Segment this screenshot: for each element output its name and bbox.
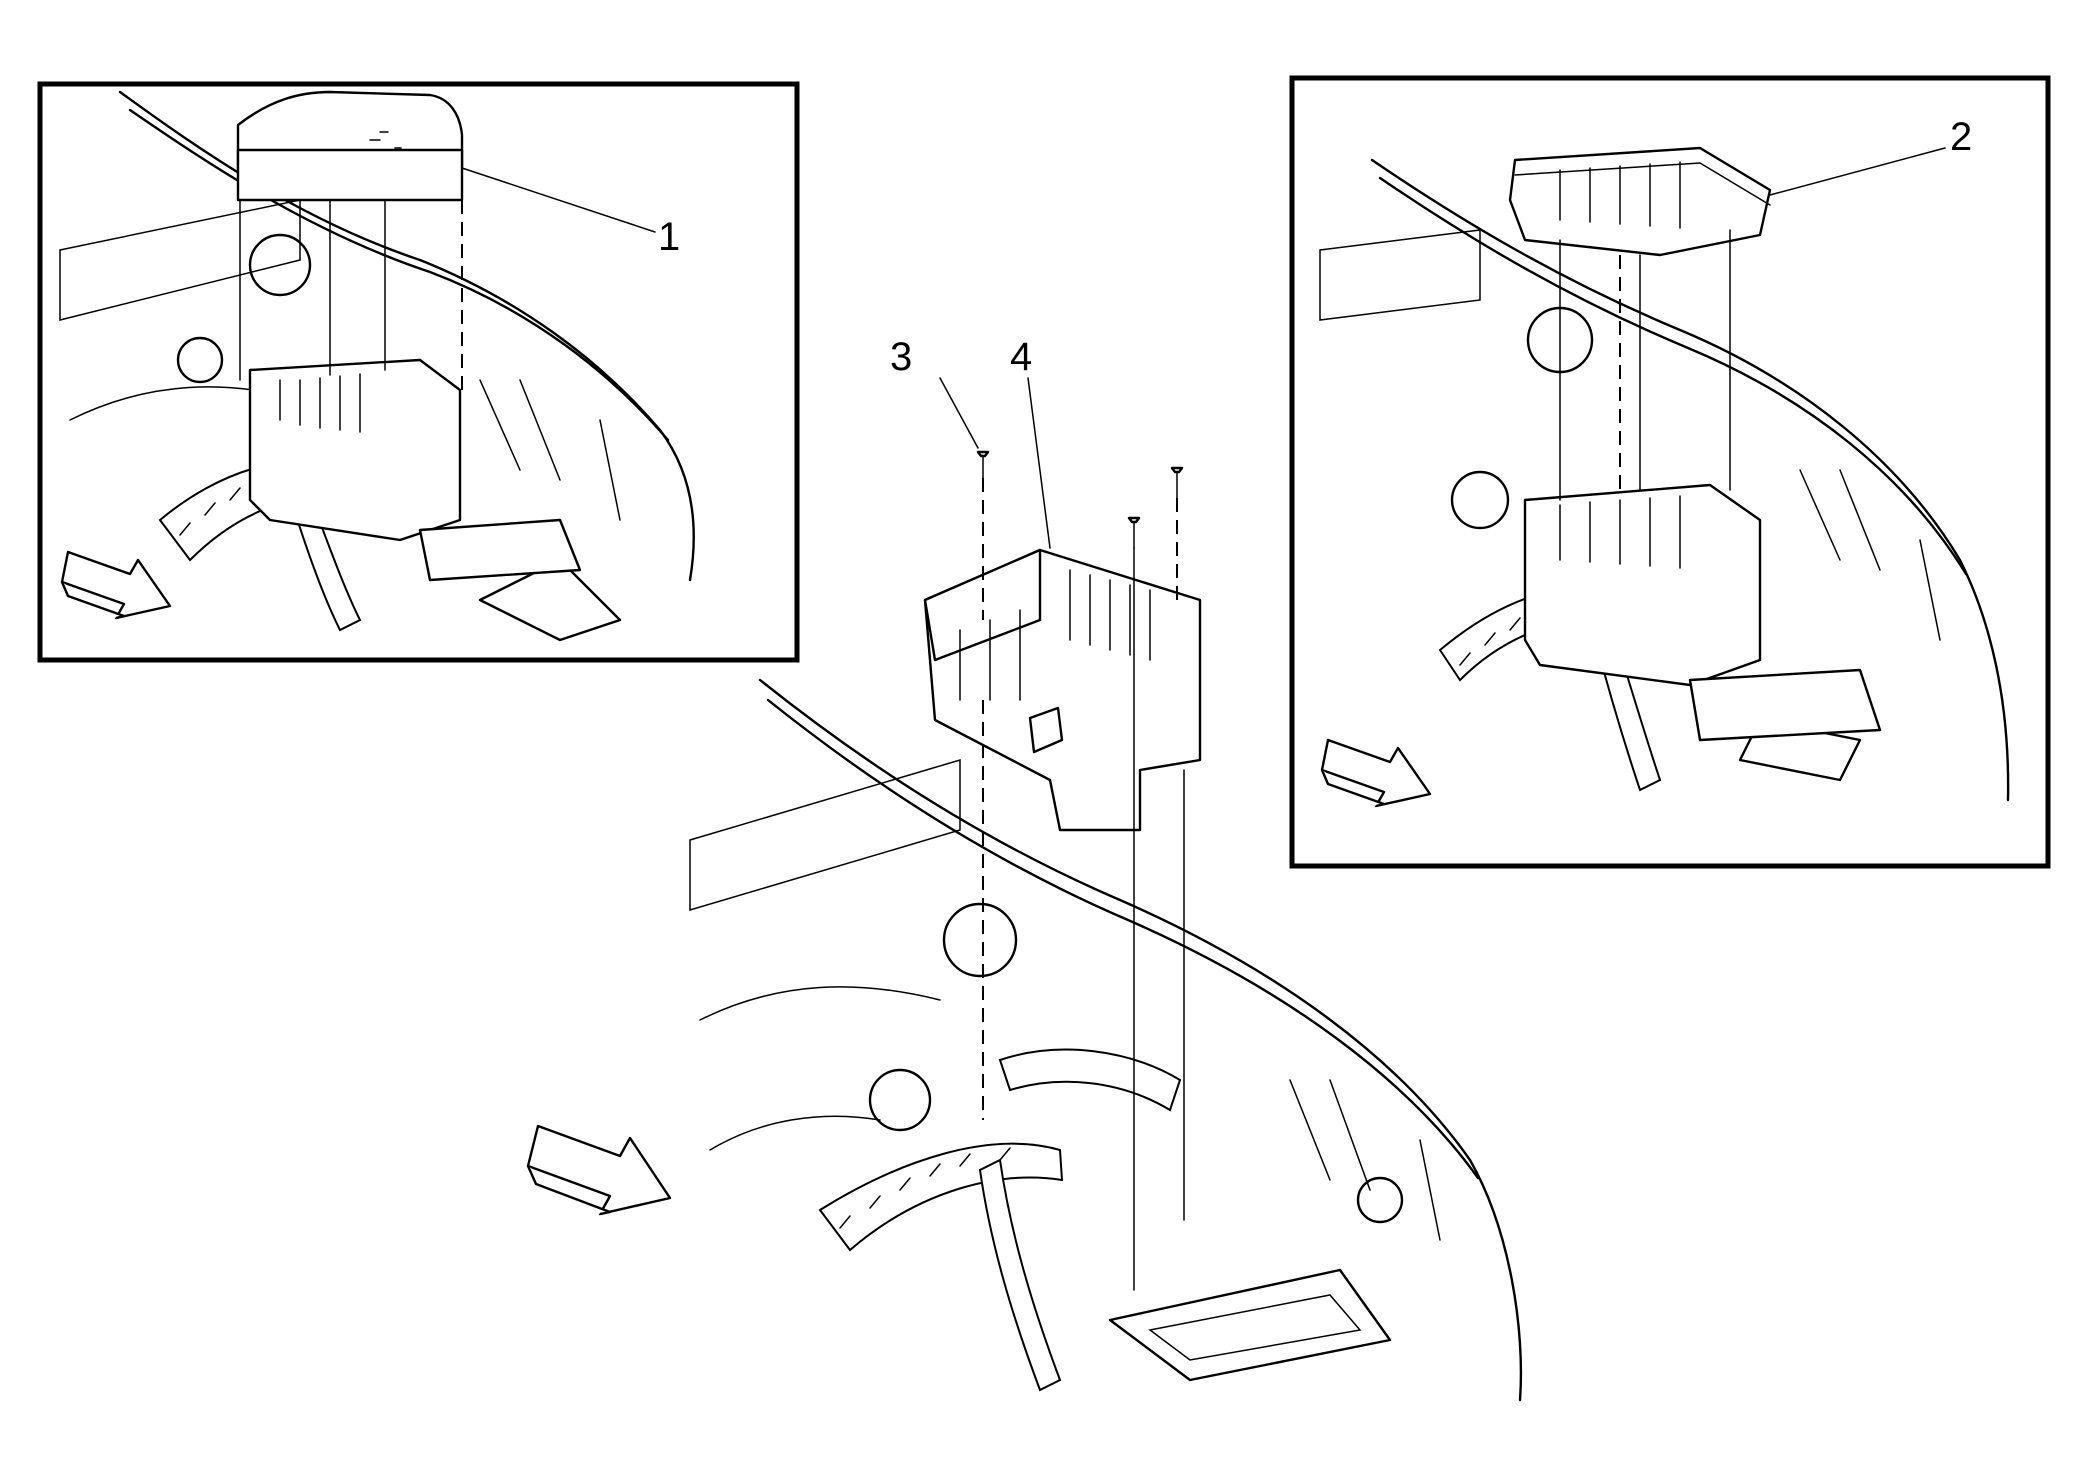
inset-2-fuse-block [1523,483,1882,742]
fuse-block-bracket [1508,146,1772,257]
callout-3: 3 [890,335,912,379]
main-harness [818,1048,1182,1392]
leader-line-4 [1027,377,1051,549]
screw [976,450,990,479]
mounting-bracket [1108,1268,1392,1382]
main-vehicle-structure [689,678,1523,1402]
main-view: 3 4 [526,335,1523,1402]
inset-1-fuse-block [248,358,582,582]
leader-line-1 [461,167,656,233]
front-of-vehicle-arrow-icon [526,1124,672,1216]
callout-1: 1 [658,215,680,259]
front-of-vehicle-arrow-icon [60,550,172,620]
inset-view-1: 1 [37,81,800,663]
screws [976,450,1184,549]
fuse-block-cover [236,90,464,202]
main-guide-lines [982,478,1185,1291]
leader-line-2 [1769,147,1946,196]
screw [1170,466,1184,499]
callout-2: 2 [1950,115,1972,159]
callout-4: 4 [1010,335,1032,379]
front-of-vehicle-arrow-icon [1320,738,1432,808]
leader-line-3 [939,377,979,449]
fuse-block-housing [923,548,1202,832]
screw [1127,516,1141,549]
inset-1-guide-lines [239,199,463,390]
inset-2-guide-lines [1559,229,1731,501]
inset-view-2: 2 [1289,75,2051,869]
